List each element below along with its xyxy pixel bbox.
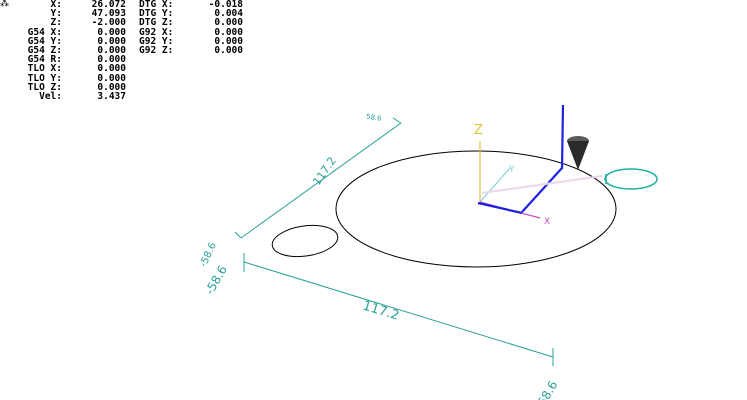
dro-value: 0.000 (97, 63, 126, 75)
dro-value-secondary: -0.018 (208, 0, 243, 10)
dim-line-left (240, 122, 402, 239)
rapid-move-line (481, 175, 603, 194)
dro-value: 0.000 (97, 26, 126, 38)
dro-label-secondary: DTG X: (139, 0, 174, 10)
dro-value: 26.072 (91, 0, 126, 10)
dro-label: G54 Z: (27, 44, 62, 56)
dro-value-secondary: 0.000 (214, 17, 243, 29)
dro-value-secondary: 0.000 (214, 26, 243, 38)
dim-tick-left-bottom (234, 231, 242, 239)
dro-value: 0.000 (97, 54, 126, 66)
dro-label: Vel: (39, 90, 62, 102)
dim-tick-left-top (392, 117, 402, 124)
dro-value: 47.093 (91, 8, 126, 20)
dro-label: TLO Y: (27, 72, 62, 84)
dro-value: 3.437 (97, 90, 126, 102)
axis-y-label: Y (508, 165, 515, 175)
dim-label-bottom-end: 58.6 (535, 378, 560, 400)
dro-label: TLO X: (27, 63, 62, 75)
dim-label-bottom-length: 117.2 (361, 299, 401, 324)
dro-label: TLO Z: (27, 81, 62, 93)
dro-label: G54 X: (27, 26, 62, 38)
tool-axis-y (521, 167, 563, 213)
dro-label-secondary: DTG Y: (139, 8, 174, 20)
dro-label-secondary: G92 X: (139, 26, 174, 38)
dim-line-bottom (243, 261, 554, 358)
dro-value: 0.000 (97, 81, 126, 93)
dro-value-secondary: 0.000 (214, 44, 243, 56)
axis-x-label: X (544, 217, 550, 227)
dro-label: Z: (50, 17, 62, 29)
tool-axis-z (560, 104, 565, 170)
dro-value-secondary: 0.000 (214, 35, 243, 47)
dro-label: G54 Y: (27, 35, 62, 47)
dro-label-secondary: DTG Z: (139, 17, 174, 29)
axis-y-line (479, 167, 511, 203)
tool-axis-x (477, 201, 523, 215)
tool-marker-glyph: ⁂ (0, 0, 9, 9)
dro-label: Y: (50, 8, 62, 20)
dro-value: -2.000 (91, 17, 126, 29)
dro-value-secondary: 0.004 (214, 8, 243, 20)
toolpath-small-loop (271, 224, 339, 258)
tool-cone-body (567, 141, 589, 170)
dro-value: 0.000 (97, 44, 126, 56)
dro-label: G54 R: (27, 54, 62, 66)
dro-label-secondary: G92 Z: (139, 44, 174, 56)
offset-circle (604, 168, 658, 190)
dro-label: X: (50, 0, 62, 10)
dro-label-secondary: G92 Y: (139, 35, 174, 47)
axis-z-label: Z (474, 123, 483, 138)
dro-value: 0.000 (97, 35, 126, 47)
toolpath-main-ellipse (335, 150, 617, 268)
dro-value: 0.000 (97, 72, 126, 84)
dim-label-left-top: 58.6 (366, 113, 383, 123)
